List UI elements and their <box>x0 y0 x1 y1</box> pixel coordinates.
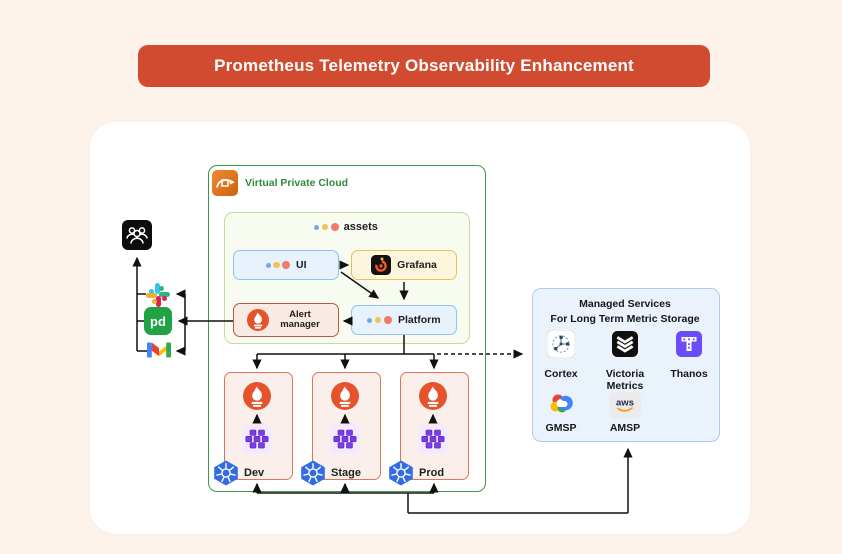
dots-icon <box>367 316 392 324</box>
kubernetes-icon <box>212 459 240 487</box>
aws-logo-text: aws <box>616 398 634 409</box>
env-label-stage: Stage <box>331 467 361 479</box>
grafana-label: Grafana <box>397 259 437 271</box>
users-group-icon <box>122 220 152 250</box>
page-title: Prometheus Telemetry Observability Enhan… <box>214 56 634 75</box>
pods-cluster-icon <box>242 424 272 454</box>
managed-title-line1: Managed Services <box>579 298 671 310</box>
dots-icon <box>265 261 290 269</box>
prometheus-icon <box>419 382 447 410</box>
assets-label: assets <box>343 221 378 233</box>
pagerduty-icon: pd <box>144 307 172 335</box>
pods-cluster-icon <box>330 424 360 454</box>
grafana-node: Grafana <box>351 250 457 280</box>
prometheus-icon <box>243 382 271 410</box>
env-label-prod: Prod <box>419 467 445 479</box>
gmail-icon <box>147 341 171 359</box>
kubernetes-icon <box>387 459 415 487</box>
service-label-thanos: Thanos <box>670 368 708 380</box>
alert-manager-node: Alert manager <box>233 303 339 337</box>
service-label-victoria-metrics: Victoria Metrics <box>605 368 645 393</box>
kubernetes-icon <box>299 459 327 487</box>
grafana-icon <box>371 255 392 275</box>
platform-node: Platform <box>351 305 457 335</box>
pods-cluster-icon <box>418 424 448 454</box>
aws-icon: aws <box>609 392 641 418</box>
aws-vpc-icon <box>212 170 238 196</box>
service-label-cortex: Cortex <box>544 368 578 380</box>
cortex-icon <box>547 330 575 358</box>
platform-label: Platform <box>397 314 441 326</box>
assets-title: assets <box>224 221 468 233</box>
alert-manager-label: Alert manager <box>280 308 320 330</box>
prometheus-icon <box>331 382 359 410</box>
service-label-gmsp: GMSP <box>545 422 577 434</box>
env-label-dev: Dev <box>244 467 265 479</box>
google-cloud-icon <box>548 391 575 415</box>
pagerduty-label: pd <box>150 313 166 329</box>
ui-label: UI <box>296 259 307 271</box>
prometheus-icon <box>247 309 269 331</box>
thanos-icon <box>676 331 702 357</box>
managed-title-line2: For Long Term Metric Storage <box>550 312 700 325</box>
service-label-amsp: AMSP <box>609 422 641 434</box>
managed-services-title: Managed Services For Long Term Metric St… <box>532 297 718 326</box>
ui-node: UI <box>233 250 339 280</box>
victoria-metrics-icon <box>612 331 638 357</box>
vpc-label: Virtual Private Cloud <box>245 177 349 189</box>
title-banner: Prometheus Telemetry Observability Enhan… <box>138 45 710 87</box>
slack-icon <box>146 283 170 307</box>
dots-icon <box>314 223 339 231</box>
